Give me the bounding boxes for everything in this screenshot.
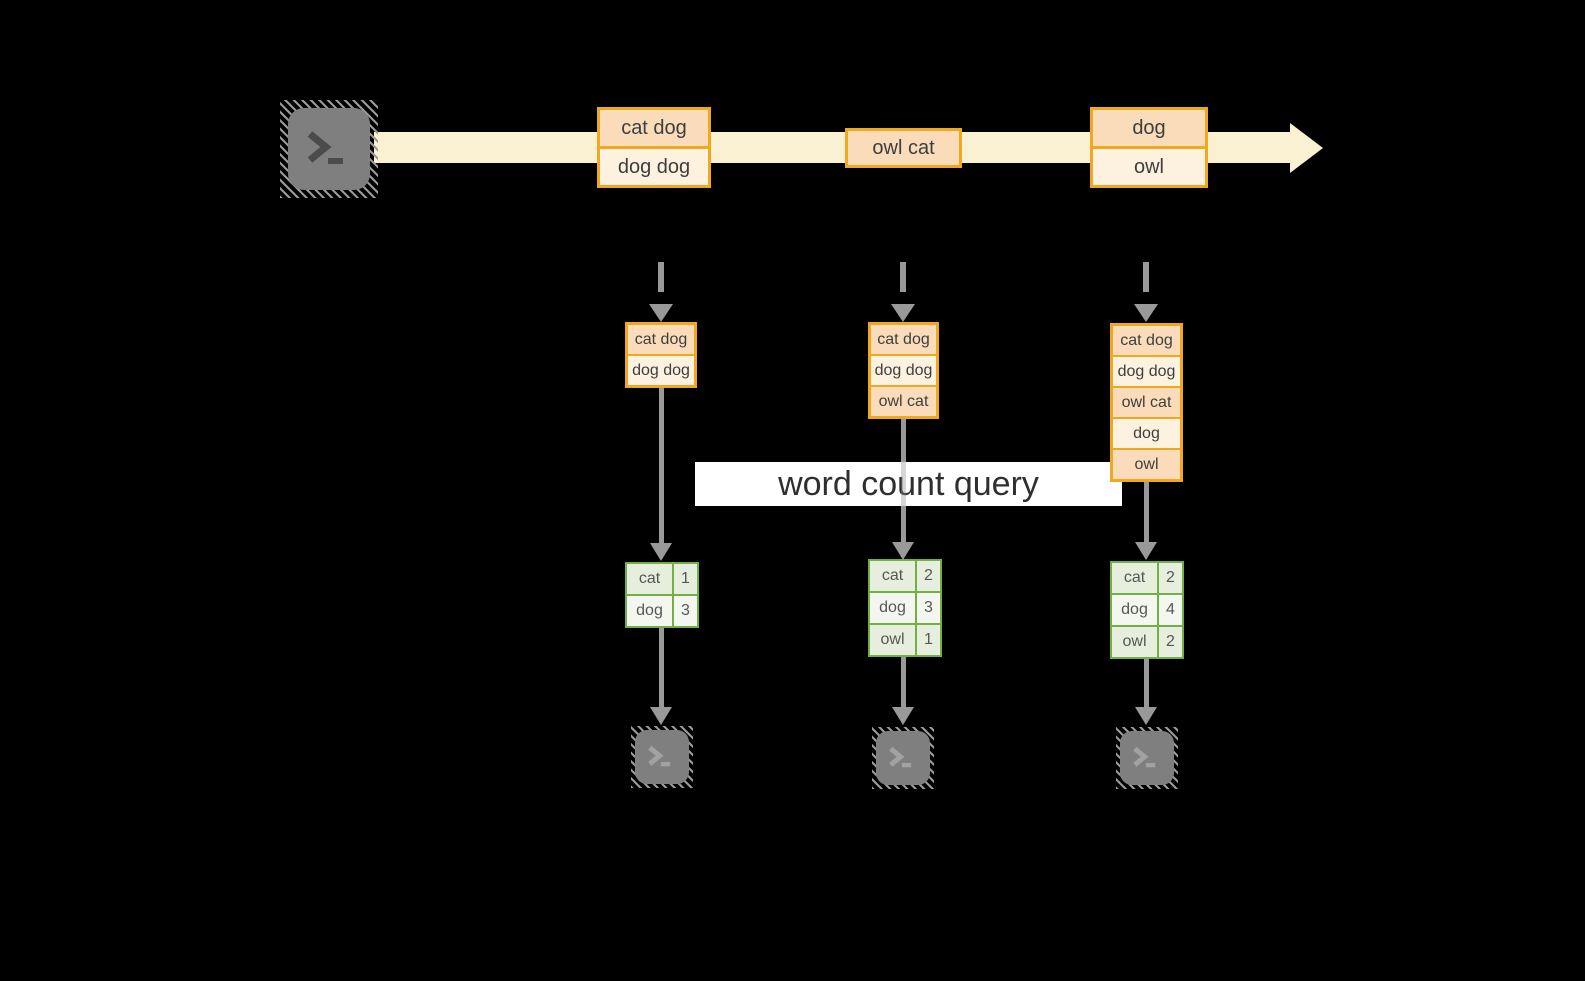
result-word: cat [870, 561, 915, 591]
buffer-line: owl cat [871, 385, 936, 416]
result-word: dog [1112, 595, 1157, 625]
query-label: word count query [778, 464, 1039, 503]
result-count: 4 [1159, 595, 1182, 625]
sink-arrowhead-2 [892, 707, 914, 725]
sink-terminal-3 [1116, 727, 1178, 789]
stream-line: owl [1093, 146, 1205, 185]
result-word: owl [870, 625, 915, 655]
stream-batch-3: dog owl [1090, 107, 1208, 188]
buffer-line: owl [1113, 448, 1180, 479]
stream-arrowhead-icon [1290, 123, 1323, 173]
result-word: cat [1112, 563, 1157, 593]
trigger-arrow-dash-3 [1143, 262, 1149, 292]
result-count: 3 [674, 596, 697, 626]
sink-terminal-2 [872, 727, 934, 789]
query-arrowhead-3 [1135, 542, 1157, 560]
buffer-line: dog dog [1113, 355, 1180, 386]
buffer-line: cat dog [871, 325, 936, 354]
buffer-line: owl cat [1113, 386, 1180, 417]
result-count: 1 [674, 564, 697, 594]
stream-line: owl cat [848, 131, 959, 165]
result-count: 2 [917, 561, 940, 591]
stream-batch-1: cat dog dog dog [597, 107, 711, 188]
result-count: 3 [917, 593, 940, 623]
terminal-prompt-icon [648, 745, 671, 767]
query-arrow-line-1 [659, 388, 664, 544]
query-label-box: word count query [695, 462, 1122, 506]
terminal-prompt-icon [307, 131, 343, 164]
sink-arrowhead-3 [1135, 707, 1157, 725]
result-word: dog [627, 596, 672, 626]
trigger-arrowhead-3 [1134, 304, 1158, 322]
stream-line: dog dog [600, 146, 708, 185]
sink-arrowhead-1 [650, 707, 672, 725]
sink-arrow-line-3 [1144, 659, 1149, 708]
buffer-line: dog [1113, 417, 1180, 448]
result-table-2: cat 2 dog 3 owl 1 [868, 559, 942, 657]
sink-arrow-line-2 [901, 657, 906, 708]
buffer-line: cat dog [628, 325, 694, 354]
terminal-screen [288, 108, 370, 190]
terminal-prompt-icon [889, 746, 912, 768]
result-table-3: cat 2 dog 4 owl 2 [1110, 561, 1184, 659]
buffer-line: dog dog [628, 354, 694, 385]
input-buffer-2: cat dog dog dog owl cat [868, 322, 939, 419]
sink-arrow-line-1 [659, 628, 664, 708]
trigger-arrowhead-1 [649, 304, 673, 322]
result-word: dog [870, 593, 915, 623]
trigger-arrowhead-2 [891, 304, 915, 322]
terminal-prompt-icon [1133, 746, 1156, 768]
trigger-arrow-dash-1 [658, 262, 664, 292]
result-count: 2 [1159, 563, 1182, 593]
query-arrow-overlay [901, 462, 906, 506]
source-terminal [280, 100, 378, 198]
stream-line: dog [1093, 110, 1205, 146]
sink-terminal-1 [631, 726, 693, 788]
buffer-line: dog dog [871, 354, 936, 385]
stream-batch-2: owl cat [845, 128, 962, 168]
input-buffer-1: cat dog dog dog [625, 322, 697, 388]
buffer-line: cat dog [1113, 326, 1180, 355]
result-word: owl [1112, 627, 1157, 657]
stream-line: cat dog [600, 110, 708, 146]
terminal-screen [1120, 731, 1174, 785]
result-table-1: cat 1 dog 3 [625, 562, 699, 628]
terminal-screen [876, 731, 930, 785]
query-arrowhead-2 [892, 542, 914, 560]
input-buffer-3: cat dog dog dog owl cat dog owl [1110, 323, 1183, 482]
trigger-arrow-dash-2 [900, 262, 906, 292]
result-word: cat [627, 564, 672, 594]
terminal-screen [635, 730, 689, 784]
query-arrowhead-1 [650, 543, 672, 561]
query-arrow-line-3 [1144, 482, 1149, 542]
result-count: 2 [1159, 627, 1182, 657]
result-count: 1 [917, 625, 940, 655]
